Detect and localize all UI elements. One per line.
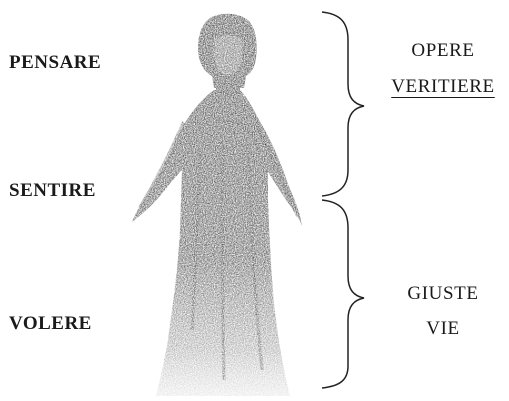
label-opere: OPERE [384, 41, 502, 60]
brace-lower [322, 200, 364, 388]
label-giuste: GIUSTE [384, 284, 502, 303]
figure-body [132, 90, 302, 396]
label-volere: VOLERE [9, 314, 92, 333]
label-pensare: PENSARE [9, 53, 101, 72]
label-vie: VIE [384, 319, 502, 338]
label-sentire: SENTIRE [9, 181, 96, 200]
brace-upper [322, 12, 364, 196]
human-figure [132, 14, 302, 396]
label-veritiere: VERITIERE [384, 77, 502, 96]
